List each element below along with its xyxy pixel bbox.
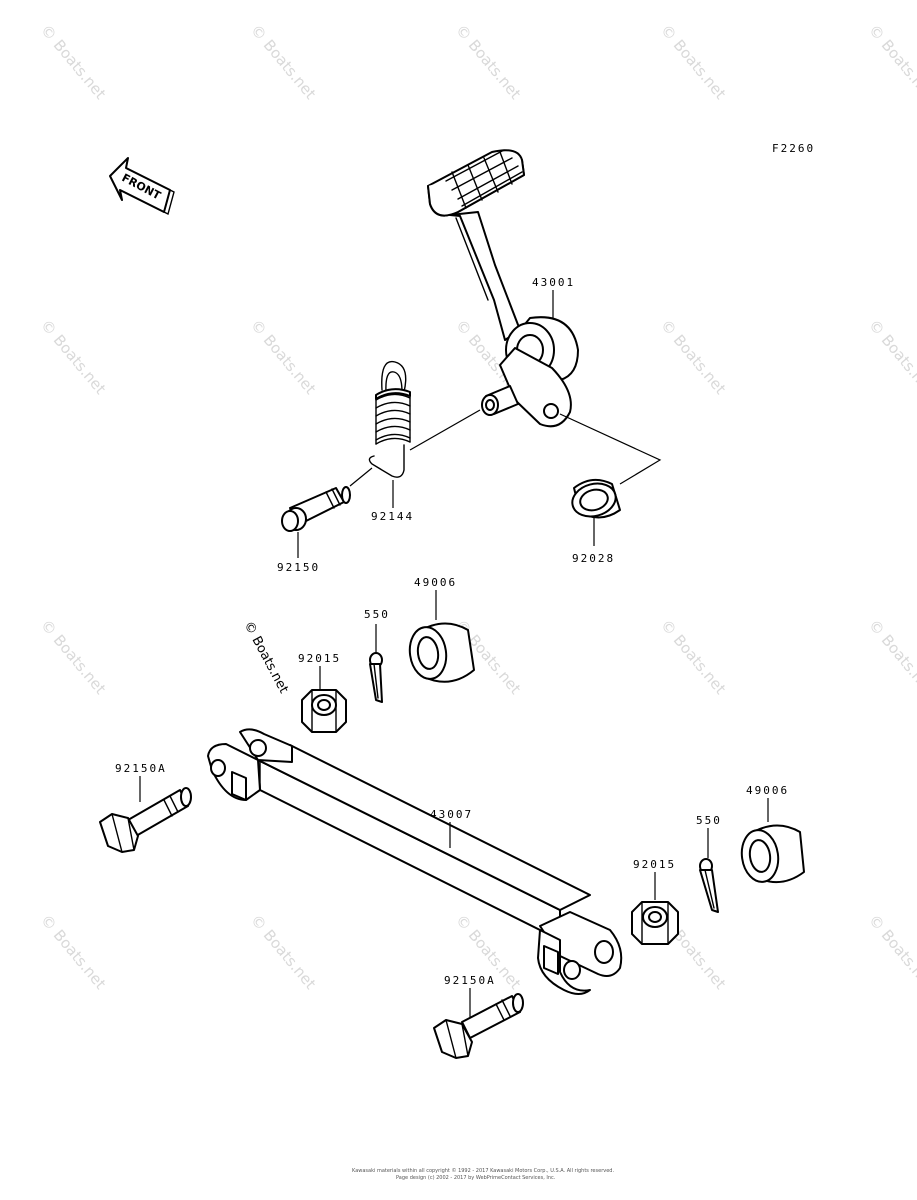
return-spring	[368, 360, 411, 478]
watermark: © Boats.net	[247, 911, 320, 993]
clevis-bolt-bottom	[433, 993, 524, 1059]
joint-upper	[408, 622, 475, 683]
nut-upper	[301, 689, 347, 733]
copyright-line-2: Page design (c) 2002 - 2017 by WebPrimeC…	[396, 1175, 556, 1181]
clevis-bolt-left	[99, 787, 192, 853]
callout-92015-upper: 92015	[298, 652, 341, 665]
pedal-pad	[427, 149, 525, 217]
callout-43007: 43007	[430, 808, 473, 821]
watermark: © Boats.net	[865, 316, 917, 398]
watermark: © Boats.net	[452, 21, 525, 103]
watermark: © Boats.net	[37, 616, 110, 698]
callout-550-lower: 550	[696, 814, 722, 827]
callout-92150A-left: 92150A	[115, 762, 167, 775]
leader-line	[409, 409, 481, 451]
inline-watermark: © Boats.net	[240, 619, 290, 696]
watermark: © Boats.net	[247, 21, 320, 103]
callout-550-upper: 550	[364, 608, 390, 621]
watermark: © Boats.net	[865, 911, 917, 993]
callout-43001: 43001	[532, 276, 575, 289]
pedal-bushing	[571, 478, 621, 519]
watermark: © Boats.net	[37, 911, 110, 993]
brake-rod	[207, 728, 623, 995]
brake-pedal	[427, 149, 579, 428]
watermark: © Boats.net	[37, 316, 110, 398]
callout-92015-lower: 92015	[633, 858, 676, 871]
leader-line	[349, 467, 373, 487]
callout-92150: 92150	[277, 561, 320, 574]
cotter-pin-upper	[369, 652, 383, 703]
watermark: © Boats.net	[865, 616, 917, 698]
watermark: © Boats.net	[37, 21, 110, 103]
callout-49006-lower: 49006	[746, 784, 789, 797]
callout-92150A-bottom: 92150A	[444, 974, 496, 987]
front-direction-arrow-icon: FRONT	[109, 157, 175, 216]
leader-line	[559, 413, 662, 485]
copyright-line-1: Kawasaki materials within all copyright …	[352, 1167, 614, 1174]
watermark: © Boats.net	[657, 316, 730, 398]
watermark: © Boats.net	[865, 21, 917, 103]
nut-lower	[631, 901, 679, 945]
cotter-pin-lower	[699, 858, 719, 913]
watermark: © Boats.net	[657, 21, 730, 103]
joint-lower	[740, 824, 805, 883]
watermark: © Boats.net	[657, 616, 730, 698]
figure-code: F2260	[772, 142, 815, 155]
pivot-bolt	[281, 486, 351, 532]
callout-49006-upper: 49006	[414, 576, 457, 589]
spring-stud	[481, 385, 519, 416]
watermark: © Boats.net	[247, 316, 320, 398]
callout-92028: 92028	[572, 552, 615, 565]
callout-92144: 92144	[371, 510, 414, 523]
